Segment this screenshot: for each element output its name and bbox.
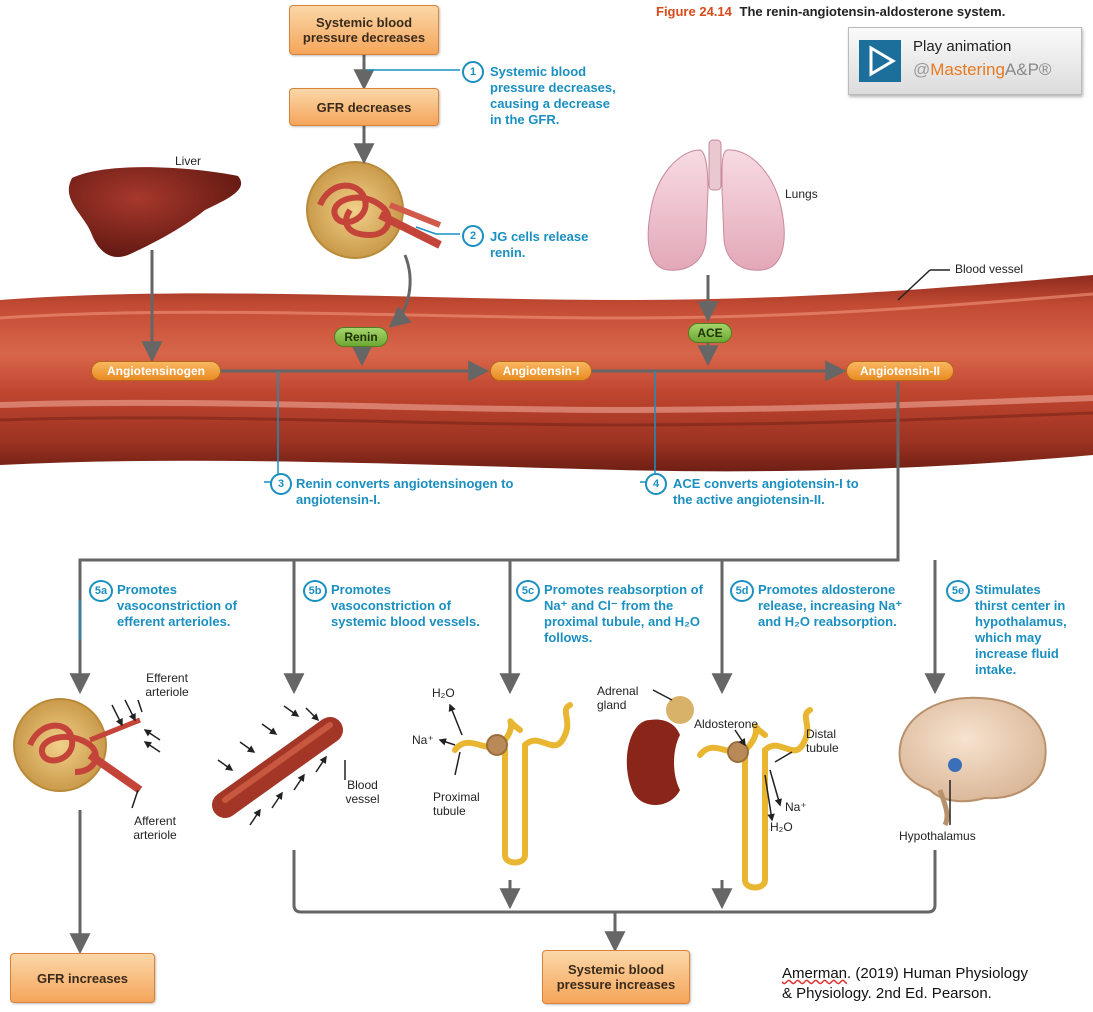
pill-angiotensinogen: Angiotensinogen	[91, 361, 221, 381]
step-5d-text: Promotes aldosterone release, increasing…	[758, 582, 903, 629]
play-animation-label: Play animation	[913, 38, 1012, 55]
figure-number: Figure 24.14	[656, 4, 732, 19]
citation: Amerman. (2019) Human Physiology & Physi…	[782, 964, 1028, 1004]
nephron-5c-illustration	[452, 702, 573, 866]
kidney-5d-illustration	[626, 696, 694, 805]
step-5e-badge: 5e	[946, 580, 970, 602]
label-hypothalamus: Hypothalamus	[899, 829, 976, 843]
step-4-badge: 4	[645, 473, 667, 495]
glomerulus-5a-illustration	[13, 698, 143, 794]
label-h2o-5d: H₂O	[770, 820, 793, 834]
label-na-5d: Na⁺	[785, 800, 807, 814]
play-animation-button[interactable]: Play animation @MasteringA&P®	[848, 27, 1082, 95]
label-na-5c: Na⁺	[412, 733, 434, 747]
step-5e-text: Stimulates thirst center in hypothalamus…	[975, 582, 1067, 677]
label-h2o-5c: H₂O	[432, 686, 455, 700]
label-efferent-arteriole: Efferent arteriole	[145, 671, 189, 699]
label-proximal-tubule: Proximal tubule	[433, 790, 480, 818]
step-5c-badge: 5c	[516, 580, 540, 602]
step-5b-badge: 5b	[303, 580, 327, 602]
step-5d-badge: 5d	[730, 580, 754, 602]
label-blood-vessel: Blood vessel	[955, 262, 1024, 276]
play-icon	[859, 40, 901, 82]
box-bp-increases: Systemic blood pressure increases	[542, 950, 690, 1004]
step-3-text: Renin converts angiotensinogen to angiot…	[296, 476, 514, 507]
step-3-badge: 3	[270, 473, 292, 495]
step-5c-text: Promotes reabsorption of Na⁺ and Cl⁻ fro…	[544, 582, 703, 645]
step-4-text: ACE converts angiotensin-I to the active…	[673, 476, 859, 507]
label-blood-vessel-small: Blood vessel	[345, 778, 380, 806]
label-distal-tubule: Distal tubule	[806, 727, 839, 755]
step-1-text: Systemic blood pressure decreases, causi…	[490, 64, 616, 127]
step-2-text: JG cells release renin.	[490, 229, 589, 260]
label-adrenal-gland: Adrenal gland	[597, 684, 639, 712]
citation-line-2: & Physiology. 2nd Ed. Pearson.	[782, 985, 992, 1002]
mastering-brand: @MasteringA&P®	[913, 60, 1052, 79]
nephron-5d-illustration	[697, 707, 813, 891]
label-afferent-arteriole: Afferent arteriole	[133, 814, 177, 842]
box-gfr-decreases: GFR decreases	[289, 88, 439, 126]
small-vessel-illustration	[212, 717, 343, 818]
figure-title: Figure 24.14 The renin-angiotensin-aldos…	[656, 4, 1005, 19]
pill-angiotensin-i: Angiotensin-I	[490, 361, 592, 381]
pill-renin: Renin	[334, 327, 388, 347]
pill-angiotensin-ii: Angiotensin-II	[846, 361, 954, 381]
citation-line-1: Amerman. (2019) Human Physiology	[782, 965, 1028, 982]
box-gfr-increases: GFR increases	[10, 953, 155, 1003]
lungs-illustration	[647, 139, 785, 271]
figure-caption: The renin-angiotensin-aldosterone system…	[739, 4, 1006, 19]
pill-ace: ACE	[688, 323, 732, 343]
step-5a-badge: 5a	[89, 580, 113, 602]
glomerulus-top-illustration	[306, 161, 442, 259]
label-liver: Liver	[175, 154, 202, 168]
box-bp-decreases: Systemic blood pressure decreases	[289, 5, 439, 55]
label-aldosterone: Aldosterone	[694, 717, 759, 731]
brain-illustration	[898, 696, 1047, 827]
step-5a-text: Promotes vasoconstriction of efferent ar…	[117, 582, 237, 629]
step-2-badge: 2	[462, 225, 484, 247]
step-1-badge: 1	[462, 61, 484, 83]
label-lungs: Lungs	[785, 187, 818, 201]
step-5b-text: Promotes vasoconstriction of systemic bl…	[331, 582, 480, 629]
liver-illustration	[68, 167, 242, 258]
